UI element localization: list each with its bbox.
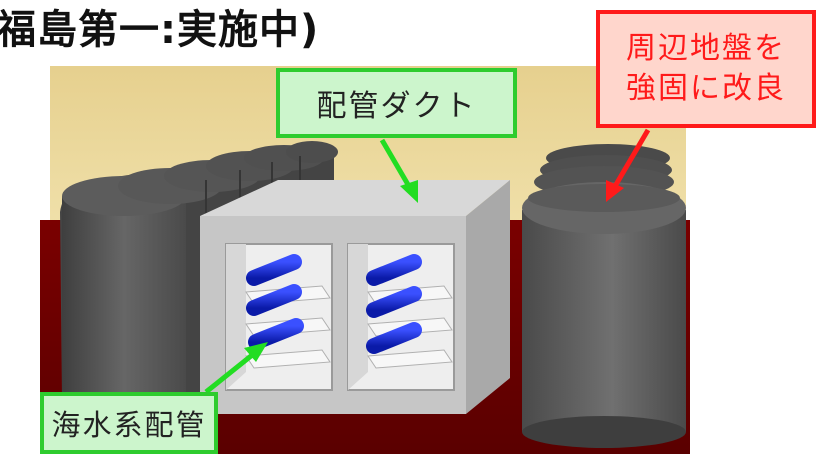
right-ground-columns [522, 144, 686, 448]
callout-ground-line-1: 周辺地盤を [626, 31, 786, 66]
seawater-pipes [246, 254, 422, 354]
arrow-duct [379, 138, 418, 203]
arrow-seawater [204, 342, 268, 394]
callout-ground-improvement-text: 周辺地盤を 強固に改良 [626, 29, 786, 109]
page-title: 福島第一:実施中) [0, 7, 320, 53]
callout-ground-improvement: 周辺地盤を 強固に改良 [596, 10, 816, 128]
pipe-duct [200, 180, 510, 414]
callout-pipe-duct: 配管ダクト [276, 68, 517, 138]
callout-seawater-pipe: 海水系配管 [40, 392, 218, 454]
callout-ground-line-2: 強固に改良 [626, 71, 786, 106]
callout-pipe-duct-label: 配管ダクト [316, 89, 477, 124]
callout-seawater-pipe-label: 海水系配管 [51, 408, 207, 442]
arrow-ground [606, 128, 651, 202]
